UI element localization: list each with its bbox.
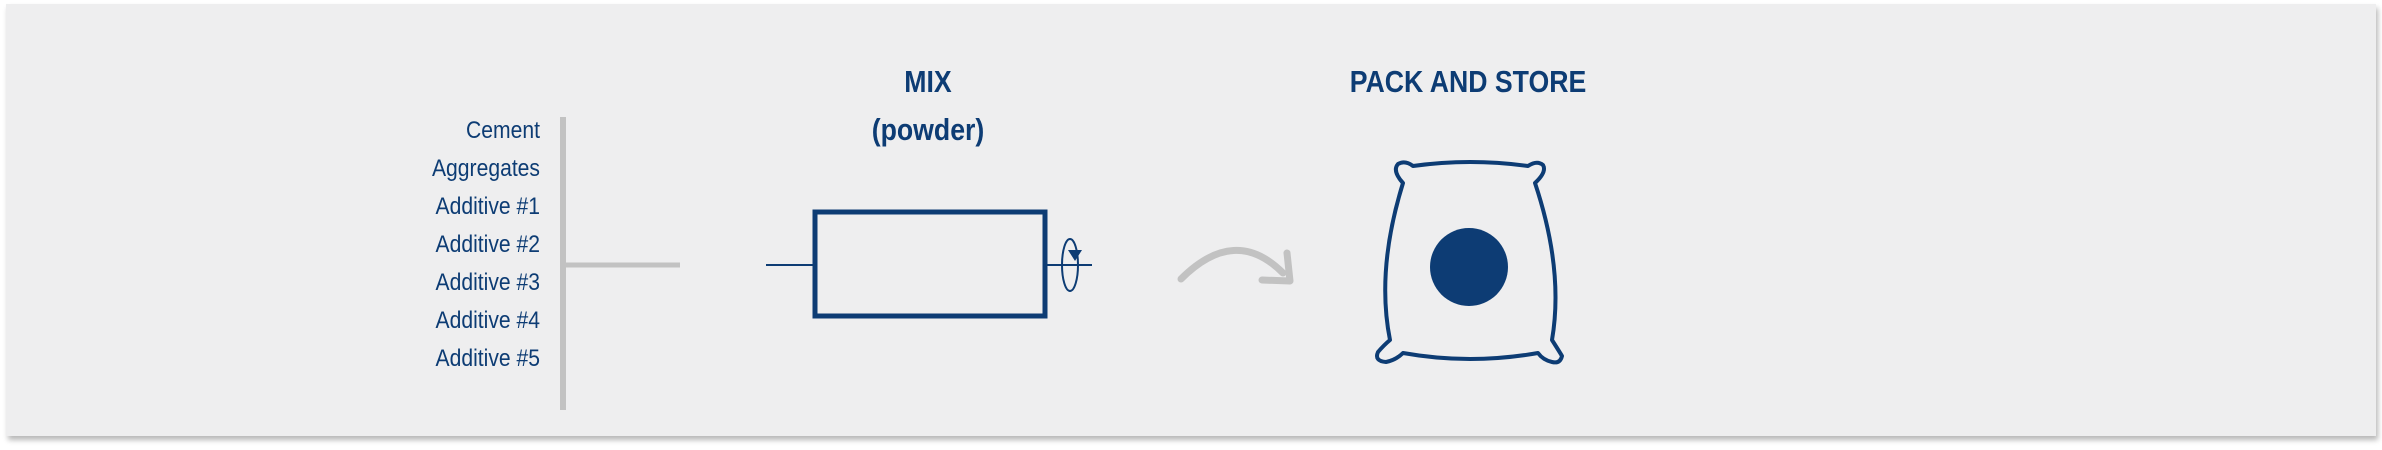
ingredient-additive-3: Additive #3 <box>435 269 541 296</box>
ingredient-aggregates: Aggregates <box>431 155 540 182</box>
pack-title: PACK AND STORE <box>1349 64 1587 99</box>
sack-icon <box>1375 160 1564 365</box>
mix-subtitle: (powder) <box>871 112 985 147</box>
mix-title: MIX <box>904 64 952 99</box>
mixer-drum-icon <box>766 209 1092 319</box>
rotation-arrow-icon <box>1061 238 1082 292</box>
ingredient-cement: Cement <box>466 117 540 144</box>
ingredient-list: Cement Aggregates Additive #1 Additive #… <box>399 112 540 378</box>
ingredient-additive-2: Additive #2 <box>435 231 541 258</box>
ingredient-additive-5: Additive #5 <box>435 345 541 372</box>
diagram-panel <box>6 4 2376 436</box>
ingredient-additive-4: Additive #4 <box>435 307 541 334</box>
curved-arrow-icon <box>1177 247 1294 285</box>
ingredient-additive-1: Additive #1 <box>435 193 541 220</box>
